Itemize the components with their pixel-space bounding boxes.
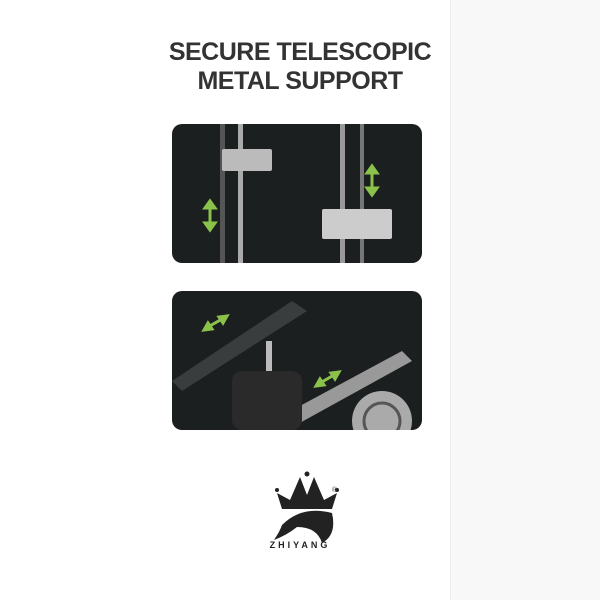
side-strip — [450, 0, 600, 600]
title-line-1: SECURE TELESCOPIC — [168, 38, 432, 66]
horizontal-arrow-icon — [313, 370, 342, 388]
brand-logo — [274, 471, 339, 543]
vertical-arrow-icon — [364, 163, 380, 198]
sliding-bracket-photo — [172, 291, 422, 430]
registered-mark: ® — [332, 487, 338, 494]
brand-name: ZHIYANG — [269, 540, 331, 550]
title-line-2: METAL SUPPORT — [197, 67, 403, 95]
telescopic-support-photo — [172, 124, 422, 263]
horizontal-arrow-icon — [201, 314, 230, 332]
vertical-arrow-icon — [202, 198, 218, 233]
